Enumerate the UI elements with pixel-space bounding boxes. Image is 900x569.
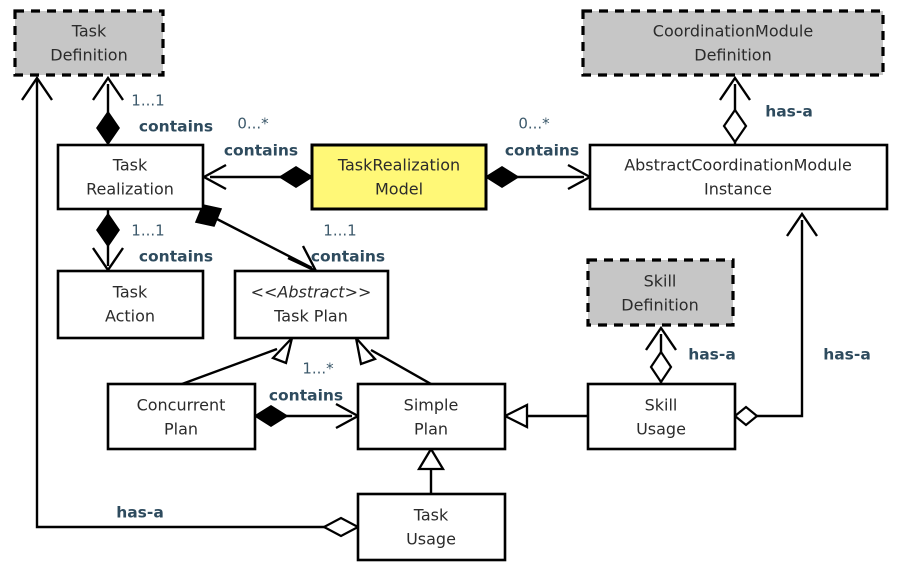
node-simple-plan[interactable]: Simple Plan — [356, 382, 507, 451]
task-usage-label-line1: Task — [413, 506, 449, 525]
task-action-box[interactable] — [56, 269, 205, 340]
filled-diamond-trmodel-left — [278, 166, 314, 188]
skill-usage-box[interactable] — [586, 382, 737, 451]
skill-usage-label-line2: Usage — [636, 420, 686, 439]
edge-skill-usage-generalization — [502, 403, 588, 429]
task-plan-box[interactable] — [233, 269, 390, 340]
abstract-coordination-module-instance-label-line1: AbstractCoordinationModule — [624, 156, 852, 175]
node-concurrent-plan[interactable]: Concurrent Plan — [106, 382, 257, 451]
task-plan-stereotype-label: <<Abstract>> — [251, 283, 372, 302]
edge-task-usage-generalization — [416, 446, 446, 494]
edge-concurrent-plan-generalization — [181, 334, 295, 386]
node-task-plan[interactable]: <<Abstract>> Task Plan — [233, 269, 390, 340]
edge-task-realization-to-task-action — [92, 210, 124, 273]
coordination-module-definition-label-line2: Definition — [694, 46, 771, 65]
abstract-coordination-module-instance-label-line2: Instance — [704, 180, 772, 199]
simple-plan-label-line2: Plan — [414, 420, 448, 439]
edge-skill-usage-to-skill-definition — [645, 325, 677, 384]
node-task-definition[interactable]: Task Definition — [13, 9, 165, 77]
simple-plan-box[interactable] — [356, 382, 507, 451]
filled-diamond-trmodel-right — [484, 166, 520, 188]
filled-diamond-concurrent-plan — [253, 405, 289, 427]
task-usage-label-line2: Usage — [406, 530, 456, 549]
edge-task-usage-to-task-definition — [21, 75, 361, 538]
edge-trmodel-to-acm-instance — [484, 163, 593, 191]
task-usage-box[interactable] — [356, 492, 507, 562]
edge-task-realization-to-task-plan — [194, 204, 319, 274]
task-definition-label-line2: Definition — [50, 46, 127, 65]
task-action-label-line1: Task — [112, 283, 148, 302]
label-tr-td-multiplicity: 1...1 — [131, 92, 164, 110]
label-trm-acmi-multiplicity: 0...* — [518, 115, 550, 133]
task-definition-box[interactable] — [13, 9, 165, 77]
filled-diamond-task-action — [96, 212, 120, 248]
label-su-sd-has-a: has-a — [688, 346, 736, 364]
generalization-triangle-skill-usage — [502, 403, 529, 429]
edge-simple-plan-generalization — [354, 334, 432, 386]
skill-definition-label-line1: Skill — [644, 272, 677, 291]
open-diamond-skill-usage-right — [733, 405, 759, 427]
coordination-module-definition-label-line1: CoordinationModule — [653, 22, 813, 41]
open-diamond-task-usage — [321, 516, 361, 538]
node-task-realization-model[interactable]: TaskRealization Model — [310, 143, 488, 211]
label-trm-tr-contains: contains — [224, 142, 298, 160]
label-cp-sp-multiplicity: 1...* — [302, 360, 334, 378]
edge-concurrent-plan-to-simple-plan — [253, 402, 361, 430]
label-trm-tr-multiplicity: 0...* — [237, 115, 269, 133]
open-diamond-skill-usage — [649, 350, 673, 384]
concurrent-plan-label-line2: Plan — [164, 420, 198, 439]
label-tu-td-has-a: has-a — [116, 504, 164, 522]
node-skill-usage[interactable]: Skill Usage — [586, 382, 737, 451]
edge-task-realization-to-task-definition — [92, 75, 124, 146]
coordination-module-definition-box[interactable] — [581, 9, 885, 77]
label-acmi-cmd-has-a: has-a — [765, 103, 813, 121]
task-realization-label-line2: Realization — [86, 180, 174, 199]
label-tr-td-contains: contains — [139, 118, 213, 136]
skill-usage-label-line1: Skill — [645, 396, 678, 415]
skill-definition-box[interactable] — [586, 258, 735, 327]
label-tr-tp-contains: contains — [311, 248, 385, 266]
node-abstract-coordination-module-instance[interactable]: AbstractCoordinationModule Instance — [588, 143, 889, 211]
node-task-action[interactable]: Task Action — [56, 269, 205, 340]
generalization-triangle-simple-plan — [354, 334, 378, 366]
task-realization-label-line1: Task — [112, 156, 148, 175]
edge-trmodel-to-task-realization — [201, 163, 314, 191]
edge-skill-usage-to-acm-instance — [733, 211, 818, 427]
label-tr-ta-contains: contains — [139, 248, 213, 266]
label-tr-ta-multiplicity: 1...1 — [131, 222, 164, 240]
node-task-usage[interactable]: Task Usage — [356, 492, 507, 562]
label-su-acmi-has-a: has-a — [823, 346, 871, 364]
abstract-coordination-module-instance-box[interactable] — [588, 143, 889, 211]
generalization-triangle-concurrent-plan — [270, 334, 295, 365]
simple-plan-label-line1: Simple — [404, 396, 459, 415]
task-realization-model-box[interactable] — [310, 143, 488, 211]
task-realization-model-label-line1: TaskRealization — [337, 156, 460, 175]
edge-acm-instance-to-cm-definition — [719, 75, 751, 145]
task-plan-label: Task Plan — [273, 307, 348, 326]
task-realization-model-label-line2: Model — [375, 180, 423, 199]
concurrent-plan-box[interactable] — [106, 382, 257, 451]
label-trm-acmi-contains: contains — [505, 142, 579, 160]
node-coordination-module-definition[interactable]: CoordinationModule Definition — [581, 9, 885, 77]
task-realization-box[interactable] — [56, 143, 205, 211]
filled-diamond-task-realization-td — [96, 110, 120, 146]
node-task-realization[interactable]: Task Realization — [56, 143, 205, 211]
task-action-label-line2: Action — [105, 307, 155, 326]
generalization-triangle-task-usage — [416, 446, 446, 471]
skill-definition-label-line2: Definition — [621, 296, 698, 315]
node-skill-definition[interactable]: Skill Definition — [586, 258, 735, 327]
open-diamond-acm-instance — [722, 108, 748, 144]
concurrent-plan-label-line1: Concurrent — [137, 396, 226, 415]
label-tr-tp-multiplicity: 1...1 — [323, 222, 356, 240]
label-cp-sp-contains: contains — [269, 387, 343, 405]
task-definition-label-line1: Task — [71, 22, 107, 41]
